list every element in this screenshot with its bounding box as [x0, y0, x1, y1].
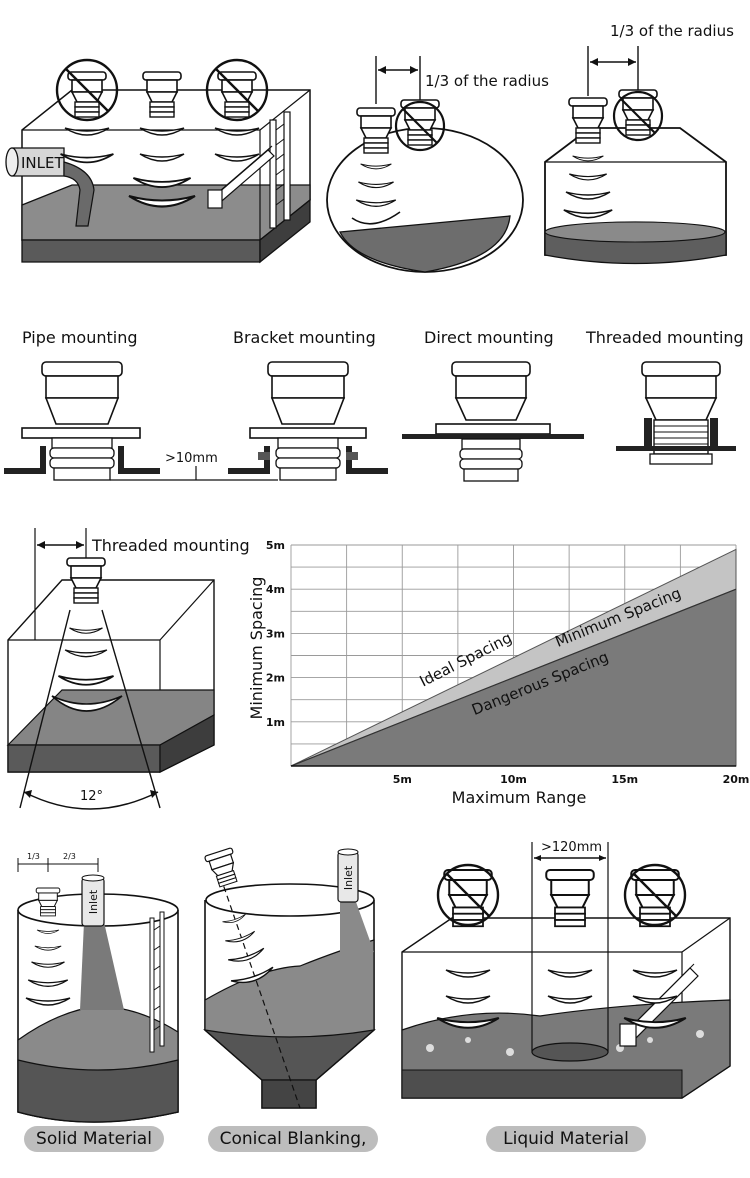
prohibited-icon: [394, 100, 446, 152]
x-tick-label: 10m: [500, 773, 527, 786]
y-tick-label: 2m: [266, 672, 285, 685]
conical-blanking-caption: Conical Blanking,: [208, 1126, 378, 1152]
solid-material-silo: Inlet 1/3 2/3: [17, 852, 179, 1123]
solid-inlet-label: Inlet: [87, 889, 100, 914]
solid-material-caption: Solid Material: [24, 1126, 164, 1152]
prohibited-icon: [205, 58, 269, 122]
tank-obstacles-diagram: INLET: [5, 58, 311, 264]
ladder-icon: [269, 111, 291, 229]
inlet-label: INLET: [21, 154, 64, 172]
direct-mounting-label: Direct mounting: [424, 328, 554, 347]
direct-mount-sensor: [402, 361, 584, 482]
prohibited-icon: [623, 863, 687, 927]
conical-inlet-label: Inlet: [342, 865, 355, 890]
ratio-two-thirds: 2/3: [63, 852, 76, 861]
beam-angle-label: 12°: [80, 789, 103, 804]
x-tick-label: 20m: [723, 773, 750, 786]
x-axis-label: Maximum Range: [452, 788, 587, 807]
ratio-one-third: 1/3: [27, 852, 40, 861]
beam-threaded-label: Threaded mounting: [91, 536, 250, 555]
y-tick-label: 5m: [266, 539, 285, 552]
gap-120mm-label: >120mm: [541, 840, 602, 855]
y-tick-label: 4m: [266, 583, 285, 596]
prohibited-icon: [55, 58, 119, 122]
radius-label-cone: 1/3 of the radius: [610, 22, 734, 40]
y-tick-labels: 1m 2m 3m 4m 5m: [266, 539, 285, 729]
spherical-tank-diagram: 1/3 of the radius: [326, 56, 549, 273]
threaded-mounting-label: Threaded mounting: [585, 328, 744, 347]
pipe-mount-sensor: [4, 361, 160, 481]
conical-roof-tank-diagram: 1/3 of the radius: [544, 22, 734, 265]
x-tick-labels: 5m 10m 15m 20m: [393, 773, 750, 786]
bracket-mount-sensor: [228, 361, 388, 481]
x-tick-label: 15m: [611, 773, 638, 786]
beam-angle-diagram: Threaded mounting 12°: [6, 528, 250, 810]
liquid-material-caption: Liquid Material: [486, 1126, 646, 1152]
y-axis-label: Minimum Spacing: [247, 577, 266, 720]
minimum-spacing-line: [290, 588, 737, 767]
pipe-mounting-label: Pipe mounting: [22, 328, 138, 347]
bracket-mounting-label: Bracket mounting: [233, 328, 376, 347]
radius-label-sphere: 1/3 of the radius: [425, 72, 549, 90]
y-tick-label: 1m: [266, 716, 285, 729]
conical-hopper: Inlet: [203, 846, 377, 1109]
liquid-material-tank: >120mm: [401, 840, 731, 1099]
prohibited-icon: [436, 863, 500, 927]
gap-10mm-label: >10mm: [165, 451, 218, 466]
mounting-methods-row: Pipe mounting Bracket mounting Direct mo…: [4, 328, 744, 482]
threaded-mount-sensor: [616, 361, 736, 465]
x-tick-label: 5m: [393, 773, 412, 786]
y-tick-label: 3m: [266, 627, 285, 640]
prohibited-icon: [612, 90, 664, 142]
spacing-chart: 5m 10m 15m 20m 1m 2m 3m 4m 5m Maximum Range Min…: [247, 539, 749, 807]
